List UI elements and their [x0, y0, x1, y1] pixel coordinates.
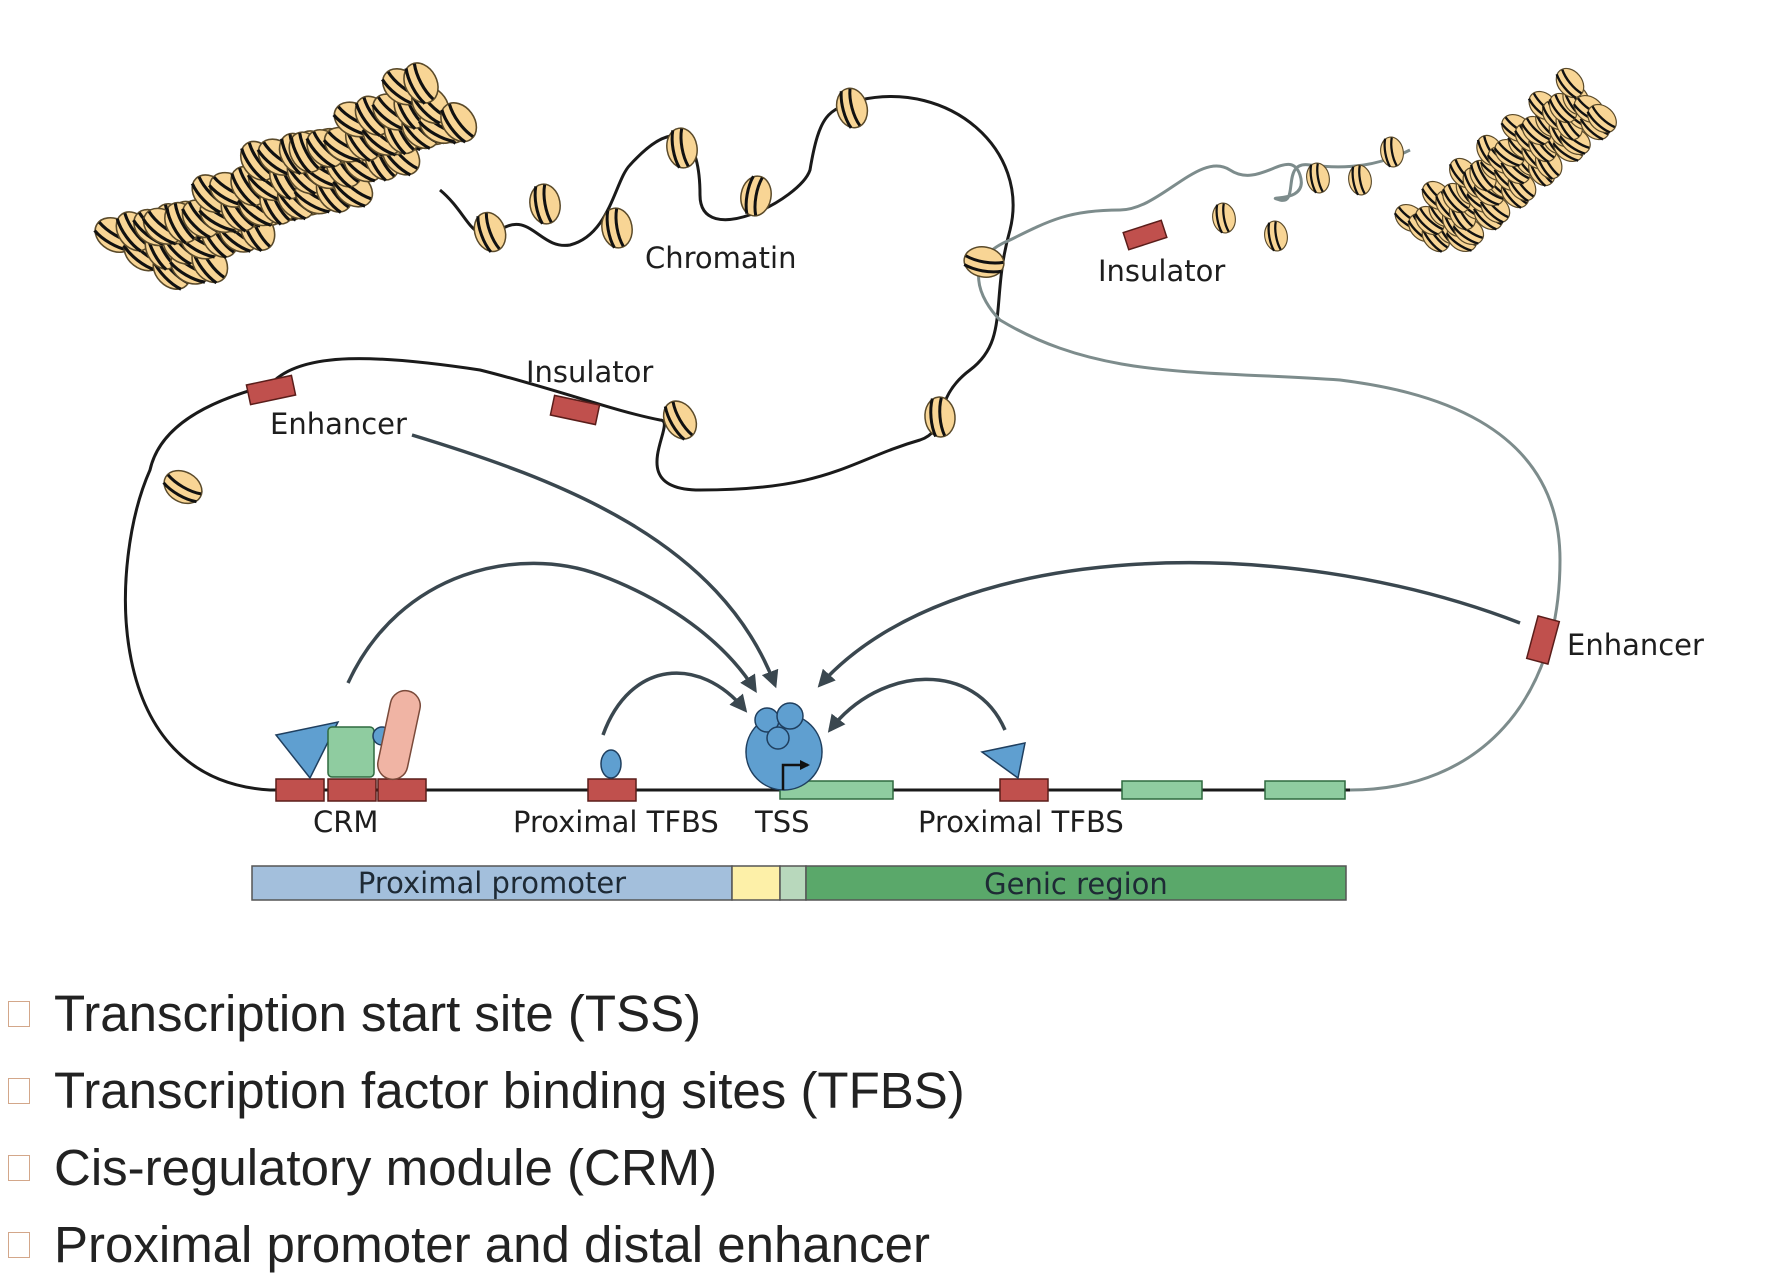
label-genic-region: Genic region	[984, 867, 1168, 901]
nucleosome	[830, 83, 874, 133]
nucleosome	[921, 394, 959, 440]
proximal-tfbs-right-block	[999, 778, 1049, 802]
bullet-text: Transcription factor binding sites (TFBS…	[54, 1062, 965, 1119]
nucleosome	[467, 206, 513, 258]
bullet-text: Transcription start site (TSS)	[54, 985, 702, 1042]
bullet-item: Proximal promoter and distal enhancer	[0, 1206, 1776, 1283]
bullet-item: Transcription factor binding sites (TFBS…	[0, 1052, 1776, 1129]
arrow-tfbs-left	[601, 671, 748, 736]
bullet-text: Cis-regulatory module (CRM)	[54, 1139, 718, 1196]
tf-pill	[377, 689, 421, 781]
arrow-enhancer-left	[411, 433, 779, 689]
arrow-tfbs-right	[827, 677, 1007, 733]
label-crm: CRM	[313, 805, 378, 839]
nucleosome	[1261, 218, 1291, 254]
proximal-tfbs-left-block	[587, 778, 637, 802]
tss-arrow	[781, 760, 810, 790]
tf-proximal-right	[980, 742, 1026, 780]
label-proximal-tfbs-left: Proximal TFBS	[513, 805, 719, 839]
crm-block-1	[275, 778, 325, 802]
label-chromatin: Chromatin	[645, 241, 797, 275]
crm-transcription-factors	[274, 689, 1026, 781]
insulator-left-block	[549, 394, 601, 426]
tss-segment	[731, 865, 781, 901]
label-insulator-left: Insulator	[526, 355, 653, 389]
label-enhancer-right: Enhancer	[1567, 628, 1704, 662]
regulatory-arrows	[346, 433, 1521, 736]
bullet-item: Transcription start site (TSS)	[0, 975, 1776, 1052]
compact-chromatin-right	[1388, 61, 1624, 259]
nucleosome	[1209, 200, 1239, 236]
proximal-promoter-segment	[251, 865, 733, 901]
gene-regulation-diagram: Chromatin Insulator Insulator Enhancer E…	[87, 55, 1704, 901]
arrow-crm	[346, 561, 757, 693]
nucleosome	[1377, 134, 1407, 170]
dna-strand-grey	[977, 148, 1562, 792]
genic-region-segment	[805, 865, 1347, 901]
nucleosome	[960, 242, 1008, 282]
bullet-box-icon	[8, 1001, 30, 1027]
label-insulator-right: Insulator	[1098, 254, 1225, 288]
regulatory-elements	[245, 219, 1561, 802]
bullet-list: Transcription start site (TSS) Transcrip…	[0, 975, 1776, 1283]
bullet-item: Cis-regulatory module (CRM)	[0, 1129, 1776, 1206]
nucleosome	[597, 204, 637, 252]
compact-chromatin-left	[87, 55, 486, 299]
crm-block-2	[327, 778, 377, 802]
nucleosome	[525, 180, 565, 228]
tf-proximal-left	[600, 749, 622, 779]
label-proximal-tfbs-right: Proximal TFBS	[918, 805, 1124, 839]
region-bar: Proximal promoter Genic region	[251, 865, 1347, 901]
nucleosome	[655, 393, 705, 447]
nucleosome	[1345, 162, 1375, 198]
insulator-right-block	[1122, 219, 1168, 251]
bullet-box-icon	[8, 1078, 30, 1104]
label-proximal-promoter: Proximal promoter	[358, 866, 626, 900]
arrow-enhancer-right	[817, 560, 1521, 688]
label-enhancer-left: Enhancer	[270, 407, 407, 441]
tf-square	[327, 726, 375, 778]
transition-segment	[779, 865, 807, 901]
enhancer-right-block	[1525, 614, 1561, 666]
enhancer-left-block	[245, 374, 297, 406]
label-tss: TSS	[754, 805, 810, 839]
exons	[779, 780, 1346, 800]
exon-3	[1264, 780, 1346, 800]
nucleosome	[736, 172, 776, 220]
crm-block-3	[377, 778, 427, 802]
tf-triangle	[274, 720, 340, 780]
bullet-box-icon	[8, 1155, 30, 1181]
bullet-box-icon	[8, 1232, 30, 1258]
nucleosome	[662, 124, 702, 172]
nucleosome	[156, 462, 210, 512]
exon-2	[1121, 780, 1203, 800]
bullet-text: Proximal promoter and distal enhancer	[54, 1216, 930, 1273]
